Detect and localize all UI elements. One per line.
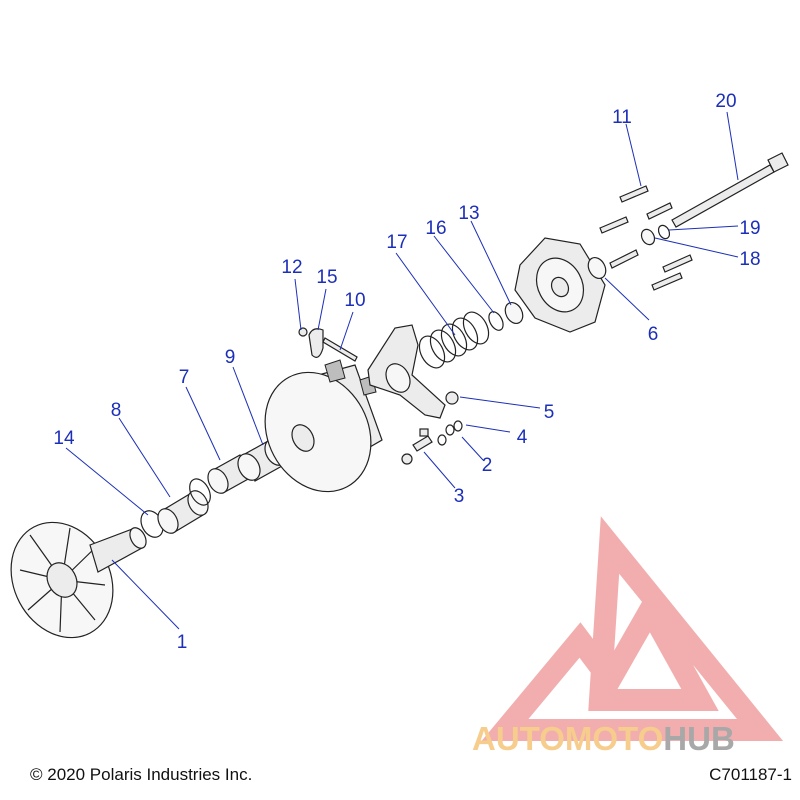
callout-9: 9	[225, 347, 236, 368]
part-11-bolts	[599, 185, 693, 291]
callout-19: 19	[739, 218, 760, 239]
watermark-logo: AUTOMOTOHUB	[472, 516, 784, 757]
callout-3: 3	[454, 486, 465, 507]
part-15-weight	[308, 328, 324, 358]
callout-6: 6	[648, 324, 659, 345]
callout-13: 13	[458, 203, 479, 224]
cover	[514, 237, 606, 333]
part-17-spring	[418, 311, 490, 369]
callout-2: 2	[482, 455, 493, 476]
part-16-washer	[488, 311, 504, 331]
callout-15: 15	[316, 267, 337, 288]
callout-4: 4	[517, 427, 528, 448]
part-3-roller	[401, 428, 433, 465]
callout-16: 16	[425, 218, 446, 239]
drawing-number: C701187-1	[709, 765, 792, 784]
moveable-sheave	[264, 359, 383, 493]
spider	[367, 324, 446, 419]
callout-1: 1	[177, 632, 188, 653]
part-5-button	[445, 391, 459, 405]
part-20-bolt	[671, 152, 789, 228]
callout-17: 17	[386, 232, 407, 253]
part-2-washers	[437, 434, 447, 446]
watermark-text: AUTOMOTOHUB	[472, 720, 735, 757]
part-18-spacer	[640, 228, 656, 246]
part-13-bushing	[504, 301, 524, 325]
part-8-bushing	[157, 490, 209, 534]
callout-8: 8	[111, 400, 122, 421]
callout-20: 20	[715, 91, 736, 112]
leader-lines	[65, 111, 739, 630]
part-6-bushing	[587, 256, 607, 280]
part-12-nut	[298, 327, 308, 337]
callout-14: 14	[53, 428, 75, 449]
callout-7: 7	[179, 367, 190, 388]
part-1-fan-sheave	[10, 521, 147, 639]
callout-labels: 1 2 3 4 5 6 7 8 9 10 11 12 13 14 15 16 1…	[53, 91, 760, 653]
callout-10: 10	[344, 290, 365, 311]
copyright-notice: © 2020 Polaris Industries Inc.	[30, 765, 253, 784]
callout-5: 5	[544, 402, 555, 423]
watermark-text-part2: HUB	[663, 720, 735, 757]
callout-18: 18	[739, 249, 760, 270]
part-19-washer	[657, 224, 671, 240]
callout-11: 11	[612, 107, 632, 128]
callout-12: 12	[281, 257, 302, 278]
part-4-washers	[445, 420, 463, 436]
watermark-text-part1: AUTOMOTO	[472, 720, 663, 757]
